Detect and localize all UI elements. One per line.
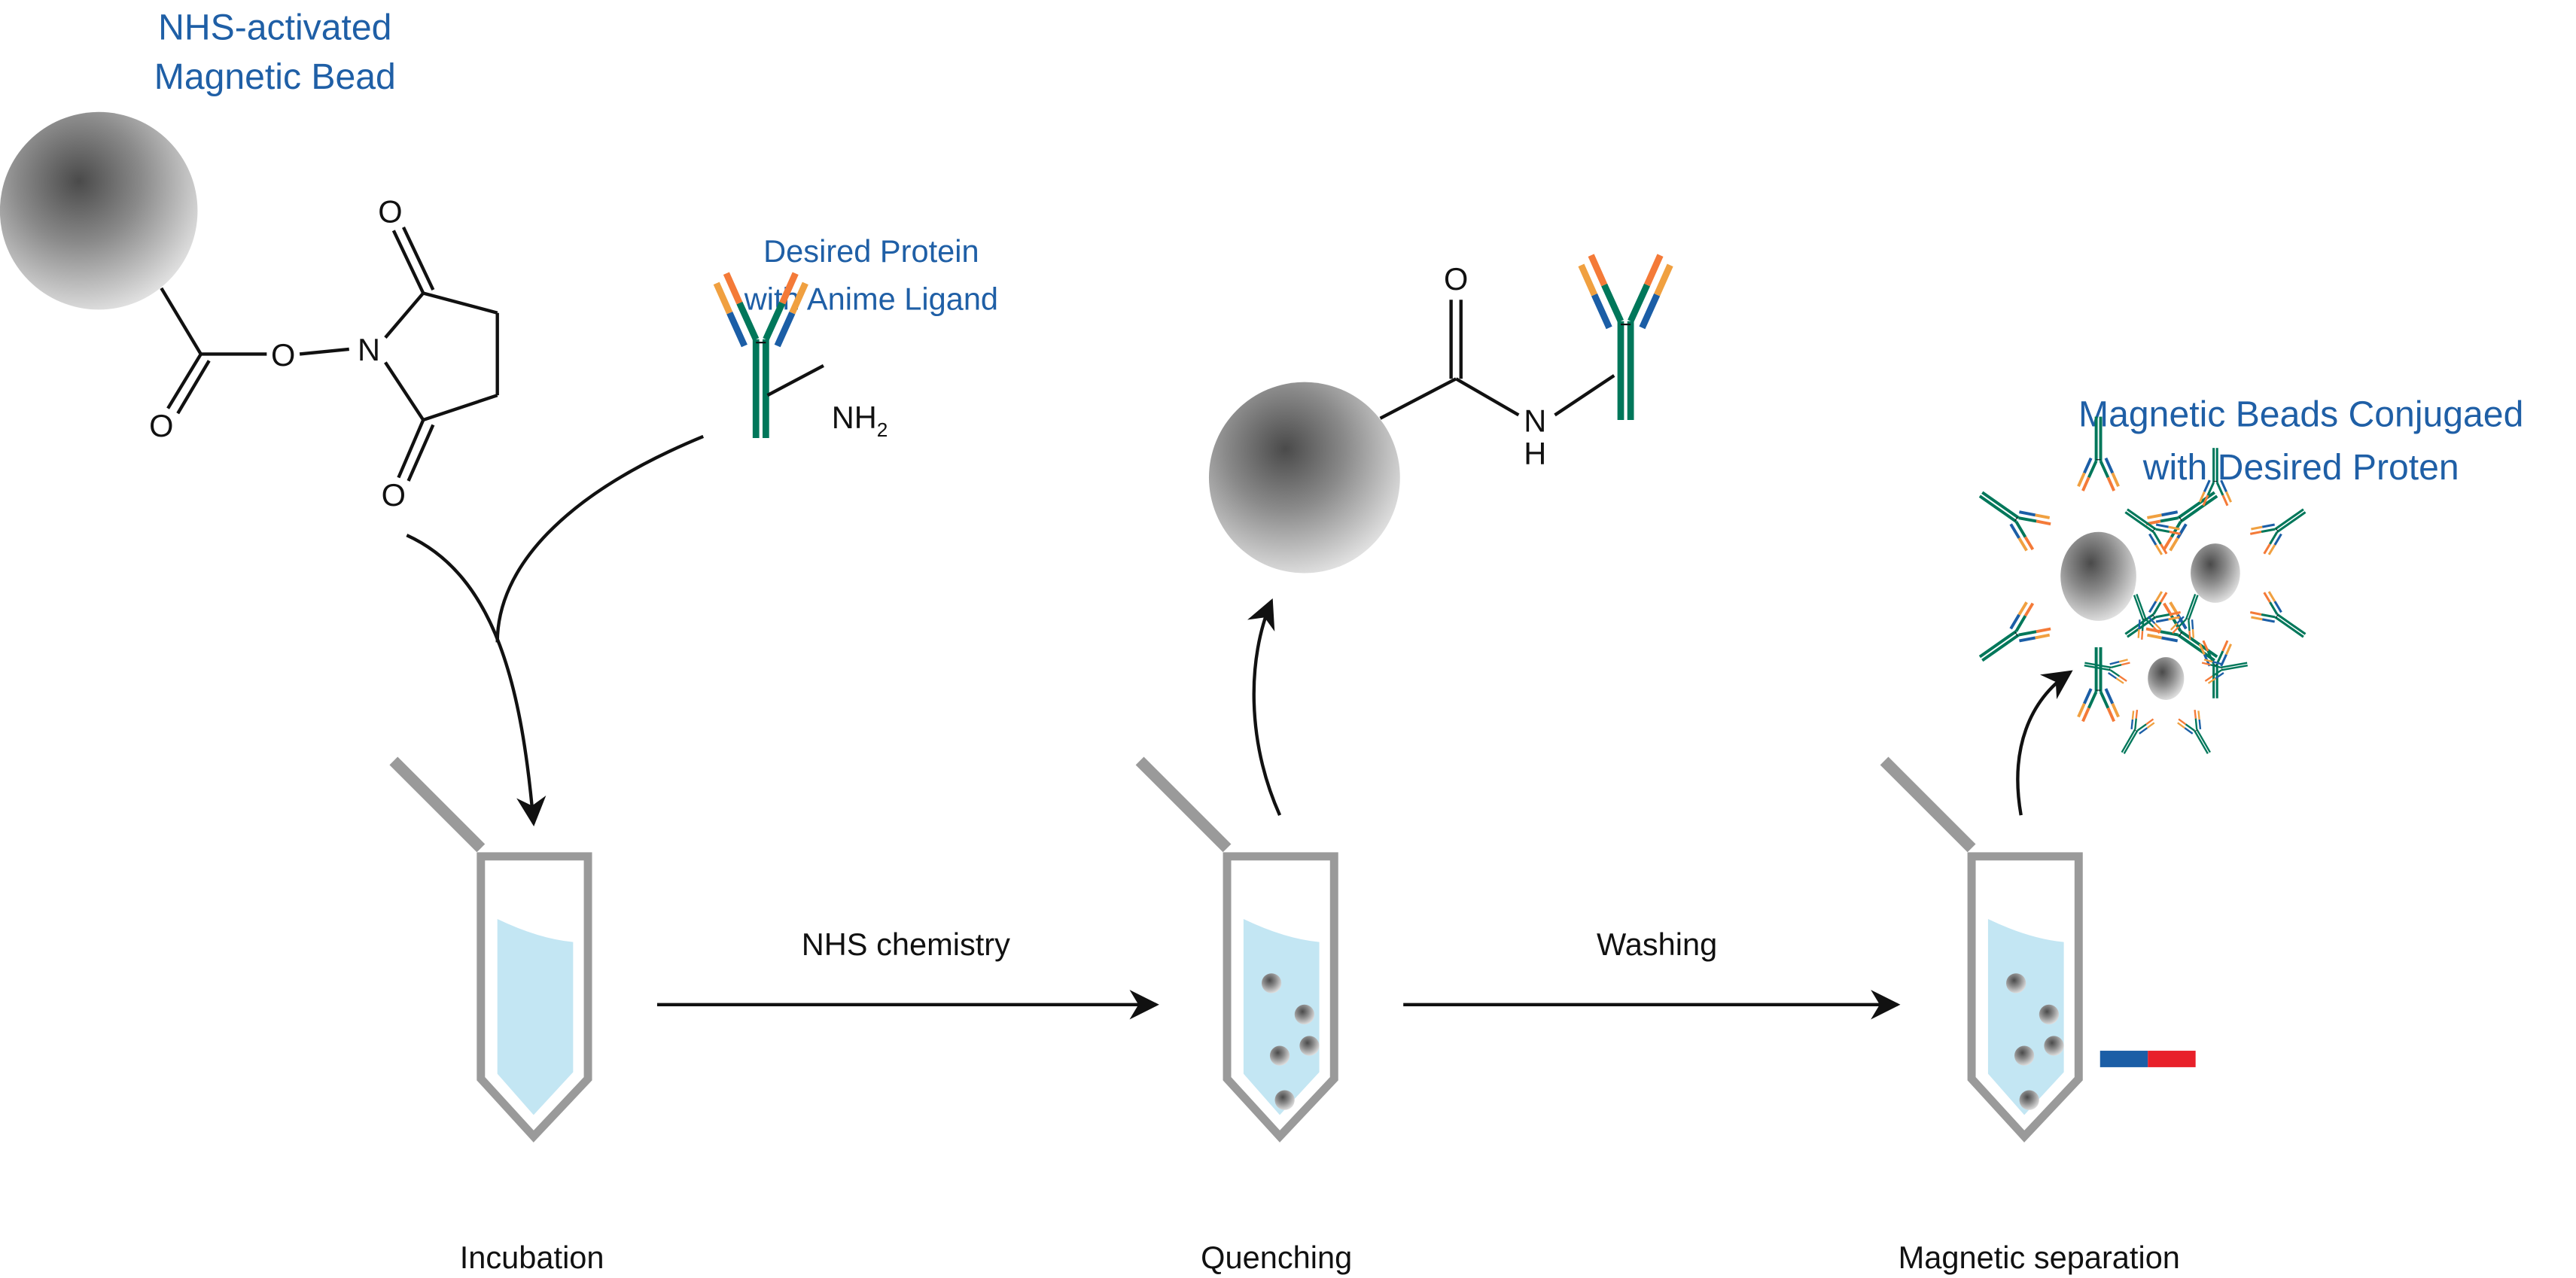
magnetic-bead (0, 111, 198, 310)
atom-oxygen: O (378, 193, 402, 229)
atom-oxygen: O (271, 337, 295, 373)
arrow-bead-to-tube (406, 534, 547, 826)
atom-oxygen: O (382, 477, 406, 513)
transition-washing: Washing (1597, 927, 1717, 962)
conjugated-label-line1: Magnetic Beads Conjugaed (2078, 394, 2523, 435)
arrow-tube-to-conjugates (2016, 670, 2073, 816)
magnetic-bead (1208, 382, 1400, 574)
antibody-icon (1581, 255, 1670, 420)
step-label-incubation: Incubation (460, 1240, 604, 1275)
conjugated-label-line2: with Desired Proten (2142, 447, 2459, 488)
nhs-ester-structure: O O N O O (149, 193, 499, 513)
amide-bond-structure: O N H (1379, 261, 1615, 471)
nhs-bead-label-line2: Magnetic Bead (154, 56, 396, 97)
magnet-icon (2099, 1051, 2196, 1067)
protein-label-line1: Desired Protein (763, 233, 979, 269)
atom-oxygen: O (1444, 261, 1468, 297)
atom-oxygen: O (149, 408, 173, 443)
amine-bond (766, 364, 824, 397)
atom-hydrogen: H (1524, 436, 1546, 471)
transition-nhs-chemistry: NHS chemistry (802, 927, 1010, 962)
atom-nitrogen: N (1524, 403, 1546, 438)
tube-quenching (1135, 756, 1338, 1143)
amine-group: NH2 (832, 400, 888, 441)
conjugated-bead-large (1968, 415, 2229, 723)
conjugated-bead-medium (2116, 446, 2315, 700)
atom-nitrogen: N (358, 332, 380, 367)
tube-magnetic-separation (1880, 756, 2083, 1143)
step-label-magnetic-separation: Magnetic separation (1899, 1240, 2180, 1275)
arrow-protein-to-tube (495, 434, 705, 643)
step-label-quenching: Quenching (1201, 1240, 1352, 1275)
nhs-bead-label-line1: NHS-activated (158, 8, 391, 48)
conjugated-bead-small (2081, 589, 2251, 760)
arrow-tube-to-bead (1247, 598, 1282, 817)
tube-incubation (389, 756, 592, 1143)
